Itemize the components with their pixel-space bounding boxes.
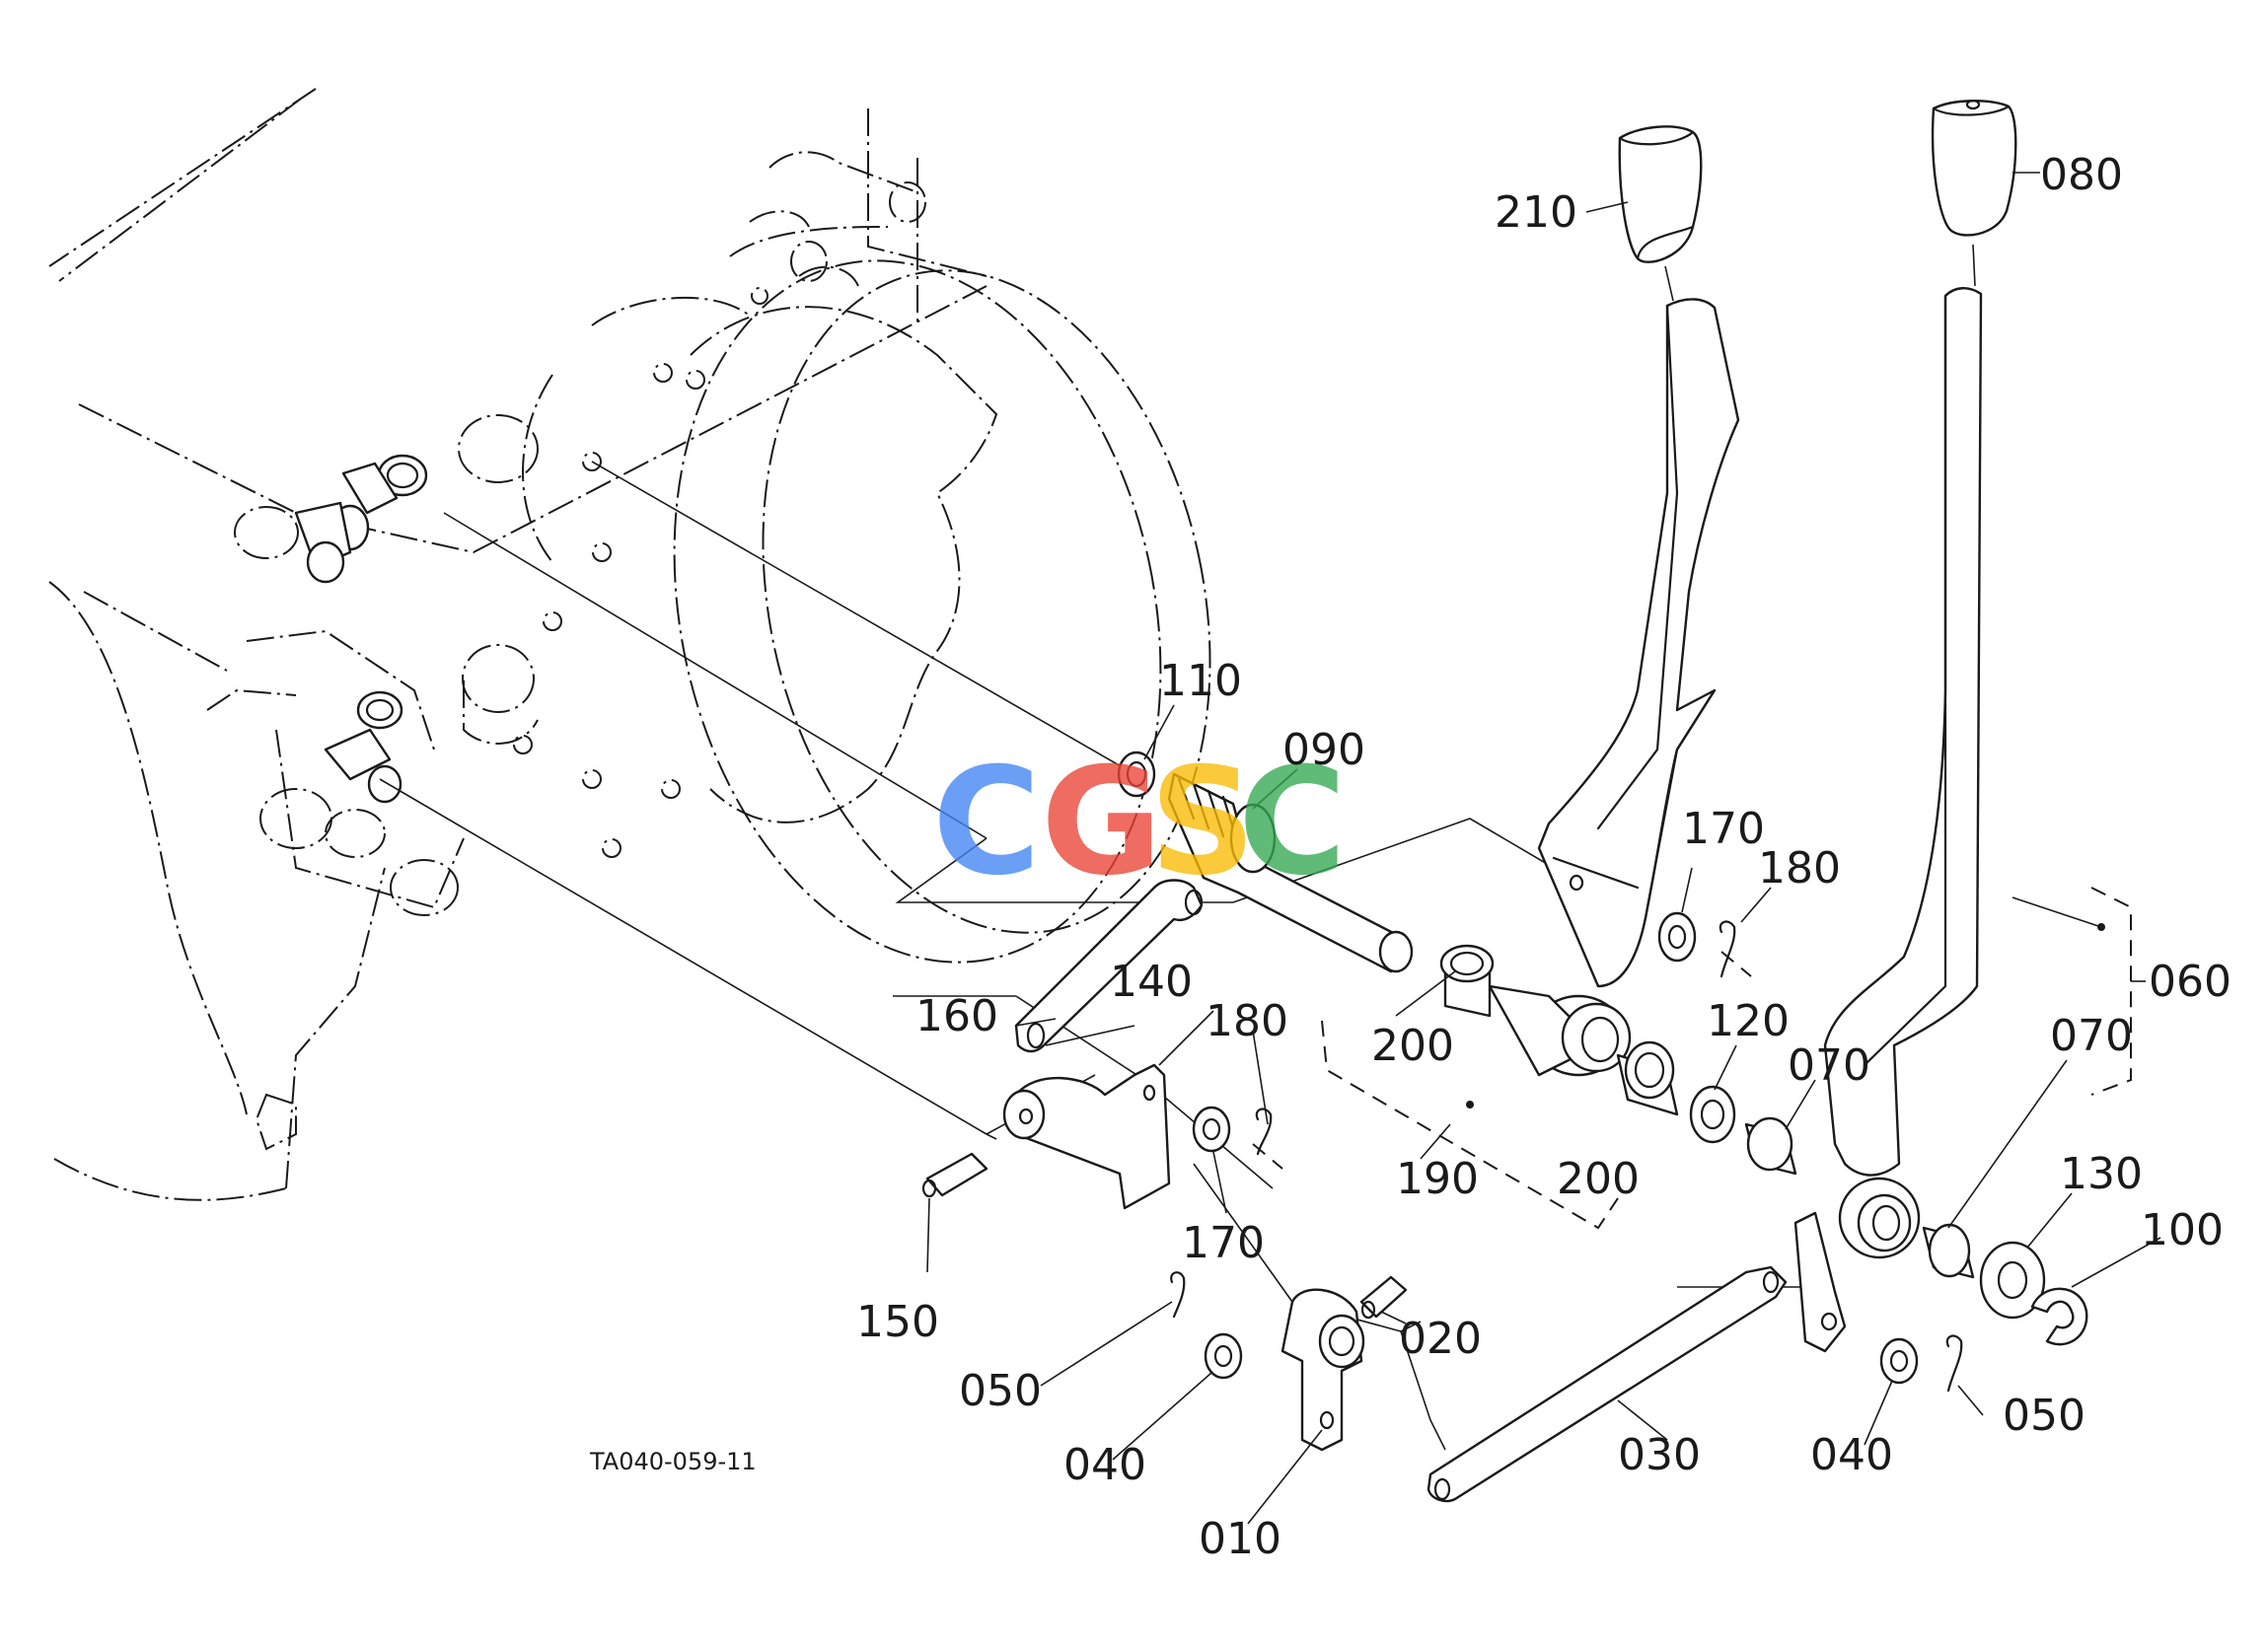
arm-010 — [1280, 1288, 1365, 1452]
callout-080: 080 — [2040, 150, 2123, 200]
cotter-pin-180-a — [1719, 920, 1752, 978]
callout-110: 110 — [1159, 656, 1242, 706]
callout-020: 020 — [1399, 1314, 1482, 1364]
callout-060: 060 — [2149, 957, 2231, 1007]
rod-030 — [1427, 1265, 1788, 1503]
callout-180-lower: 180 — [1206, 996, 1288, 1046]
callout-170-lower: 170 — [1182, 1218, 1265, 1268]
callout-040-right: 040 — [1810, 1430, 1893, 1480]
callout-030: 030 — [1618, 1430, 1701, 1480]
callout-170-upper: 170 — [1682, 804, 1765, 854]
washer-170-b — [1192, 1106, 1231, 1153]
callout-100: 100 — [2141, 1205, 2224, 1255]
watermark-letter: S — [1149, 737, 1256, 908]
arm-140 — [1002, 1063, 1171, 1210]
callout-040-left: 040 — [1063, 1440, 1146, 1490]
callout-070-right: 070 — [2050, 1011, 2133, 1061]
callout-200-upper: 200 — [1371, 1021, 1454, 1071]
transmission-housing — [48, 88, 1211, 1201]
callout-050-right: 050 — [2003, 1391, 2085, 1441]
pin-020 — [1359, 1275, 1408, 1320]
cotter-pin-050-b — [1945, 1334, 1963, 1393]
rod-160 — [1014, 879, 1204, 1053]
watermark-letter: C — [1238, 737, 1347, 908]
callout-210: 210 — [1495, 187, 1577, 238]
drawing-reference: TA040-059-11 — [589, 1448, 757, 1475]
lever-060 — [1793, 287, 1983, 1353]
washer-130 — [1979, 1241, 2046, 1320]
bushing-070-a — [1744, 1116, 1797, 1176]
callout-070-left: 070 — [1788, 1040, 1870, 1091]
housing-shafts — [294, 454, 428, 804]
bracket-060 — [2012, 887, 2132, 1096]
callout-050-left: 050 — [959, 1366, 1042, 1416]
label-leaders — [926, 172, 2161, 1525]
callout-120: 120 — [1707, 996, 1790, 1046]
snap-ring-100 — [2030, 1287, 2088, 1346]
callout-160: 160 — [915, 991, 998, 1041]
watermark-logo: C G S C — [932, 737, 1347, 908]
bushing-070-b — [1922, 1223, 1975, 1279]
bushing-200-b — [1616, 1040, 1679, 1116]
cotter-pin-050-a — [1170, 1271, 1186, 1319]
watermark-letter: G — [1041, 737, 1162, 908]
callout-010: 010 — [1199, 1514, 1281, 1564]
washer-040-a — [1204, 1332, 1243, 1380]
washer-170-a — [1657, 911, 1697, 963]
washer-040-b — [1879, 1337, 1919, 1385]
callout-180-upper: 180 — [1758, 843, 1841, 894]
pin-150 — [921, 1152, 988, 1198]
callout-200-lower: 200 — [1557, 1154, 1640, 1204]
shaft-090 — [1167, 772, 1414, 973]
washer-110 — [1117, 751, 1156, 798]
bracket-190 — [1321, 1020, 1619, 1230]
callout-labels: 210 080 110 090 170 180 060 160 140 180 … — [589, 150, 2231, 1564]
watermark-letter: C — [932, 737, 1041, 908]
lever-190 — [1488, 298, 1740, 1077]
washer-120 — [1689, 1085, 1736, 1144]
cotter-pin-180-b — [1252, 1108, 1283, 1170]
callout-190: 190 — [1396, 1154, 1479, 1204]
bushing-200-a — [1439, 944, 1495, 1018]
knob-210 — [1618, 125, 1703, 263]
callout-090: 090 — [1282, 725, 1365, 775]
callout-150: 150 — [856, 1297, 939, 1347]
callout-130: 130 — [2060, 1149, 2143, 1199]
knob-080 — [1931, 99, 2017, 237]
callout-140: 140 — [1110, 957, 1193, 1007]
